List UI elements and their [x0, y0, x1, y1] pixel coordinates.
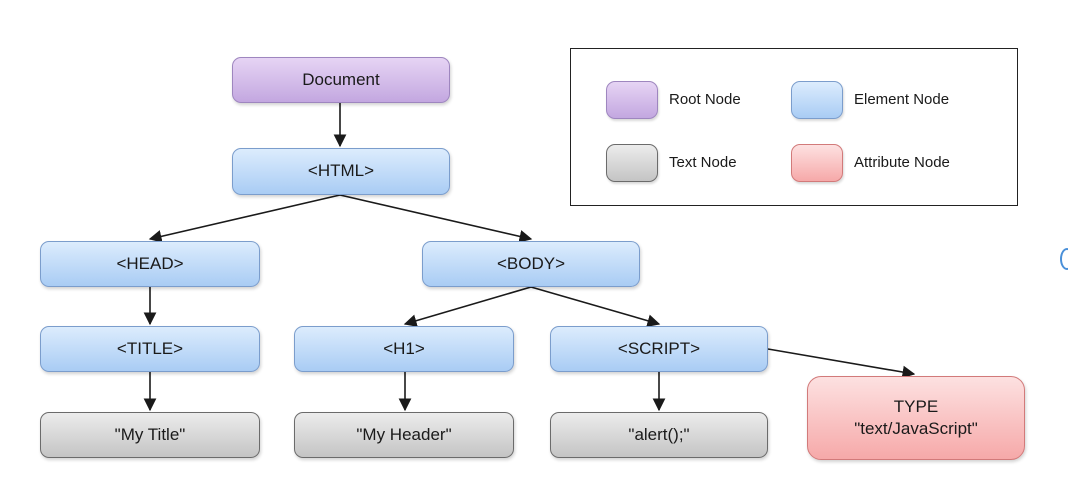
node-text-alert-label: "alert();" [628, 424, 690, 444]
edge-body-h1 [403, 286, 532, 327]
legend-swatch-element [791, 81, 843, 119]
node-h1: <H1> [294, 326, 514, 372]
node-html: <HTML> [232, 148, 450, 195]
node-text-my-title-label: "My Title" [114, 424, 186, 444]
node-script-label: <SCRIPT> [617, 338, 701, 358]
node-text-alert: "alert();" [550, 412, 768, 458]
node-text-my-header: "My Header" [294, 412, 514, 458]
node-head: <HEAD> [40, 241, 260, 287]
node-script: <SCRIPT> [550, 326, 768, 372]
node-text-my-title: "My Title" [40, 412, 260, 458]
cropped-edge-mark [1060, 248, 1068, 270]
edge-html-head [148, 194, 341, 243]
node-body-label: <BODY> [496, 253, 566, 273]
edge-html-body [339, 194, 533, 243]
node-body: <BODY> [422, 241, 640, 287]
node-html-label: <HTML> [307, 161, 375, 181]
node-title: <TITLE> [40, 326, 260, 372]
node-head-label: <HEAD> [116, 253, 184, 273]
legend: Root Node Element Node Text Node Attribu… [570, 48, 1018, 206]
node-title-label: <TITLE> [116, 338, 184, 358]
legend-label-root: Root Node [669, 91, 741, 108]
node-text-my-header-label: "My Header" [356, 424, 452, 444]
edge-body-script [530, 286, 661, 327]
node-attribute-type-name: TYPE [893, 396, 939, 416]
legend-swatch-root [606, 81, 658, 119]
legend-label-element: Element Node [854, 91, 950, 108]
node-document-label: Document [302, 69, 380, 89]
legend-swatch-attribute [791, 144, 843, 182]
legend-label-attribute: Attribute Node [854, 154, 950, 171]
node-attribute-type: TYPE "text/JavaScript" [807, 376, 1025, 460]
legend-label-text: Text Node [669, 154, 737, 171]
node-h1-label: <H1> [383, 338, 425, 358]
legend-swatch-text [606, 144, 658, 182]
edge-script-attribute [767, 348, 916, 379]
node-attribute-type-value: "text/JavaScript" [854, 419, 978, 438]
node-document: Document [232, 57, 450, 103]
